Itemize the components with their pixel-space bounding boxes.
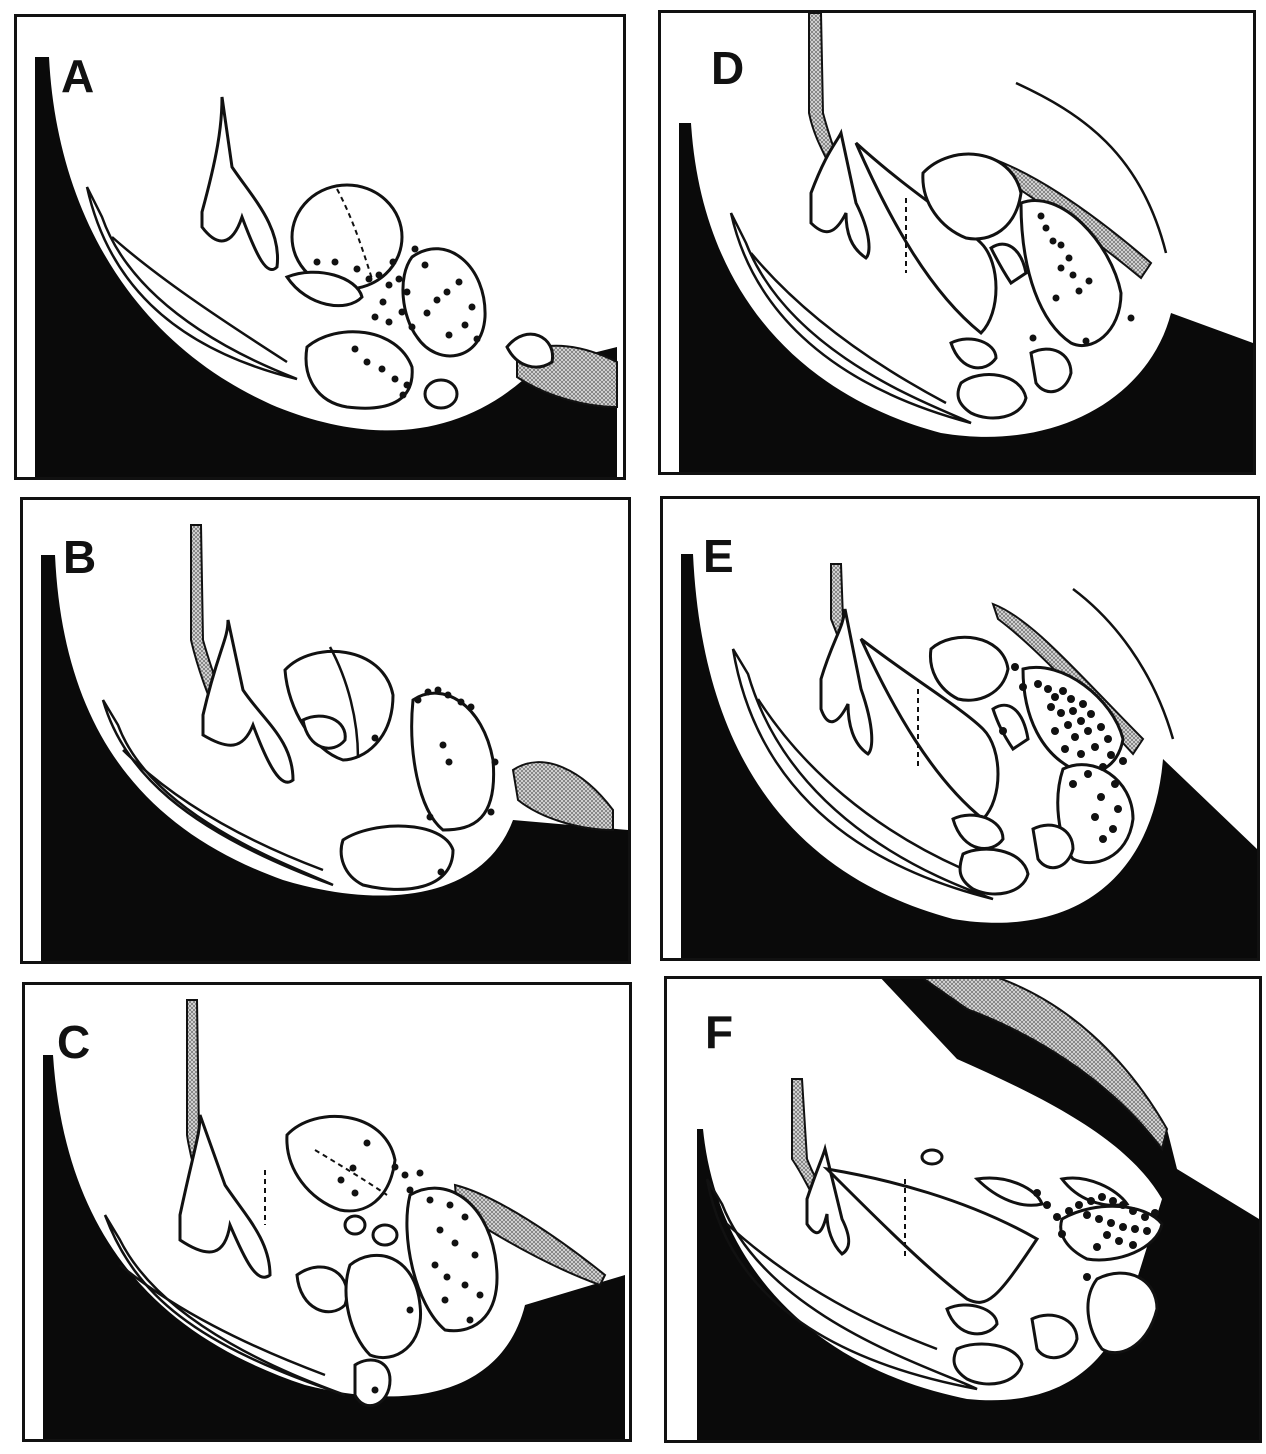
panel-b: B [20,497,631,964]
panel-f: F [664,976,1262,1443]
panel-e: E [660,496,1260,961]
panel-c: C [22,982,632,1442]
panel-letter: A [61,53,94,99]
section-drawing [661,13,1253,472]
section-drawing [23,500,628,961]
panel-d: D [658,10,1256,475]
panel-letter: C [57,1019,90,1065]
panel-letter: E [703,533,734,579]
panel-letter: B [63,534,96,580]
section-drawing [25,985,629,1439]
panel-a: A [14,14,626,480]
section-drawing [663,499,1257,958]
panel-letter: F [705,1009,733,1055]
section-drawing [667,979,1259,1440]
section-drawing [17,17,623,477]
panel-letter: D [711,45,744,91]
